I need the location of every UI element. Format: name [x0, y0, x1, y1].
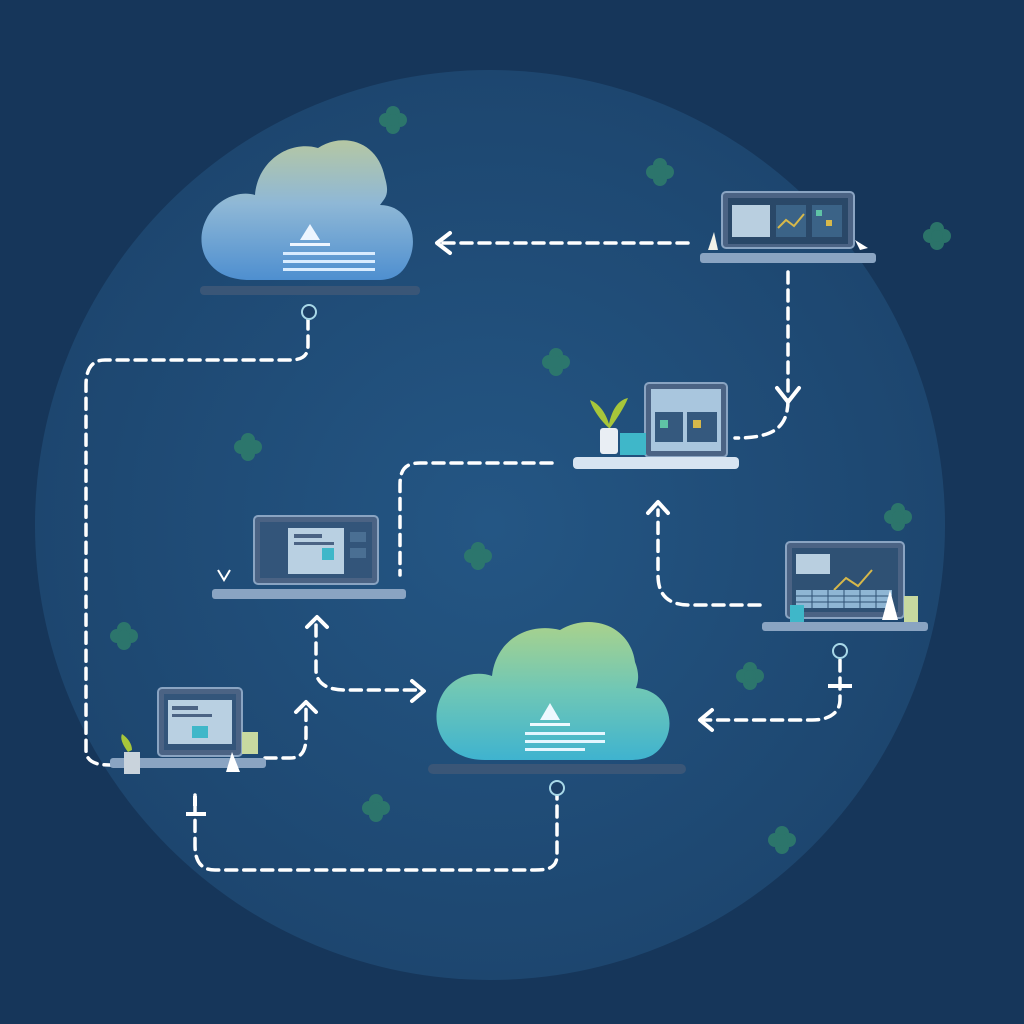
laptop-right: [762, 541, 928, 631]
person-icon: [708, 232, 718, 250]
cloud-icon: [436, 621, 670, 760]
cloud-icon: [201, 140, 413, 280]
connectors: [84, 241, 842, 872]
spreadsheet-icon: [796, 554, 830, 574]
connector-bottom-left-to-center-left: [263, 703, 308, 760]
cloud-top: [200, 140, 420, 295]
background-disc: [35, 70, 945, 980]
plant-icon: [590, 398, 628, 428]
plant-icon: [121, 734, 132, 752]
download-icon: [217, 569, 231, 582]
arrowhead-right-icon: [410, 679, 426, 703]
connector-laptop-center-right-to-cloud-arrow: [733, 398, 790, 440]
laptop-center-left: [212, 515, 406, 599]
connector-dots: [186, 304, 852, 816]
connector-center-right-to-center-left: [398, 461, 554, 577]
connector-cloud-top-to-bottom-left: [84, 316, 310, 767]
plug-icon: [186, 812, 206, 816]
arrowhead-left-icon: [435, 231, 452, 255]
cloud-base: [200, 286, 420, 295]
laptop-bottom-left: [110, 687, 266, 774]
person-icon: [226, 752, 240, 772]
arrowhead-down-icon: [775, 386, 801, 404]
arrowhead-up-icon: [305, 615, 329, 629]
plug-icon: [193, 796, 197, 806]
arrowhead-up-icon: [646, 500, 670, 515]
leaf-icon: [923, 222, 951, 250]
cursor-icon: [855, 240, 868, 258]
connector-right-to-center-right: [656, 508, 762, 607]
plug-icon: [828, 684, 852, 688]
laptop-top-right: [700, 191, 876, 263]
upload-icon: [540, 703, 560, 720]
cloud-base: [428, 764, 686, 774]
node-dot: [832, 643, 848, 659]
connector-center-left-to-cloud-bottom: [314, 623, 422, 692]
node-dot: [549, 780, 565, 796]
cloud-bottom: [428, 621, 686, 774]
connector-cloud-bottom-to-bottom-left: [193, 786, 559, 872]
arrowhead-up-icon: [294, 700, 318, 714]
person-icon: [882, 590, 898, 620]
dashboard-icon: [732, 205, 770, 237]
connector-right-to-cloud-bottom: [698, 658, 842, 722]
node-dot: [301, 304, 317, 320]
laptop-center-right: [573, 382, 739, 469]
arrowhead-left-icon: [698, 708, 714, 732]
upload-icon: [300, 224, 320, 240]
dashboard-icon: [655, 412, 683, 442]
arrowheads: [294, 231, 801, 732]
